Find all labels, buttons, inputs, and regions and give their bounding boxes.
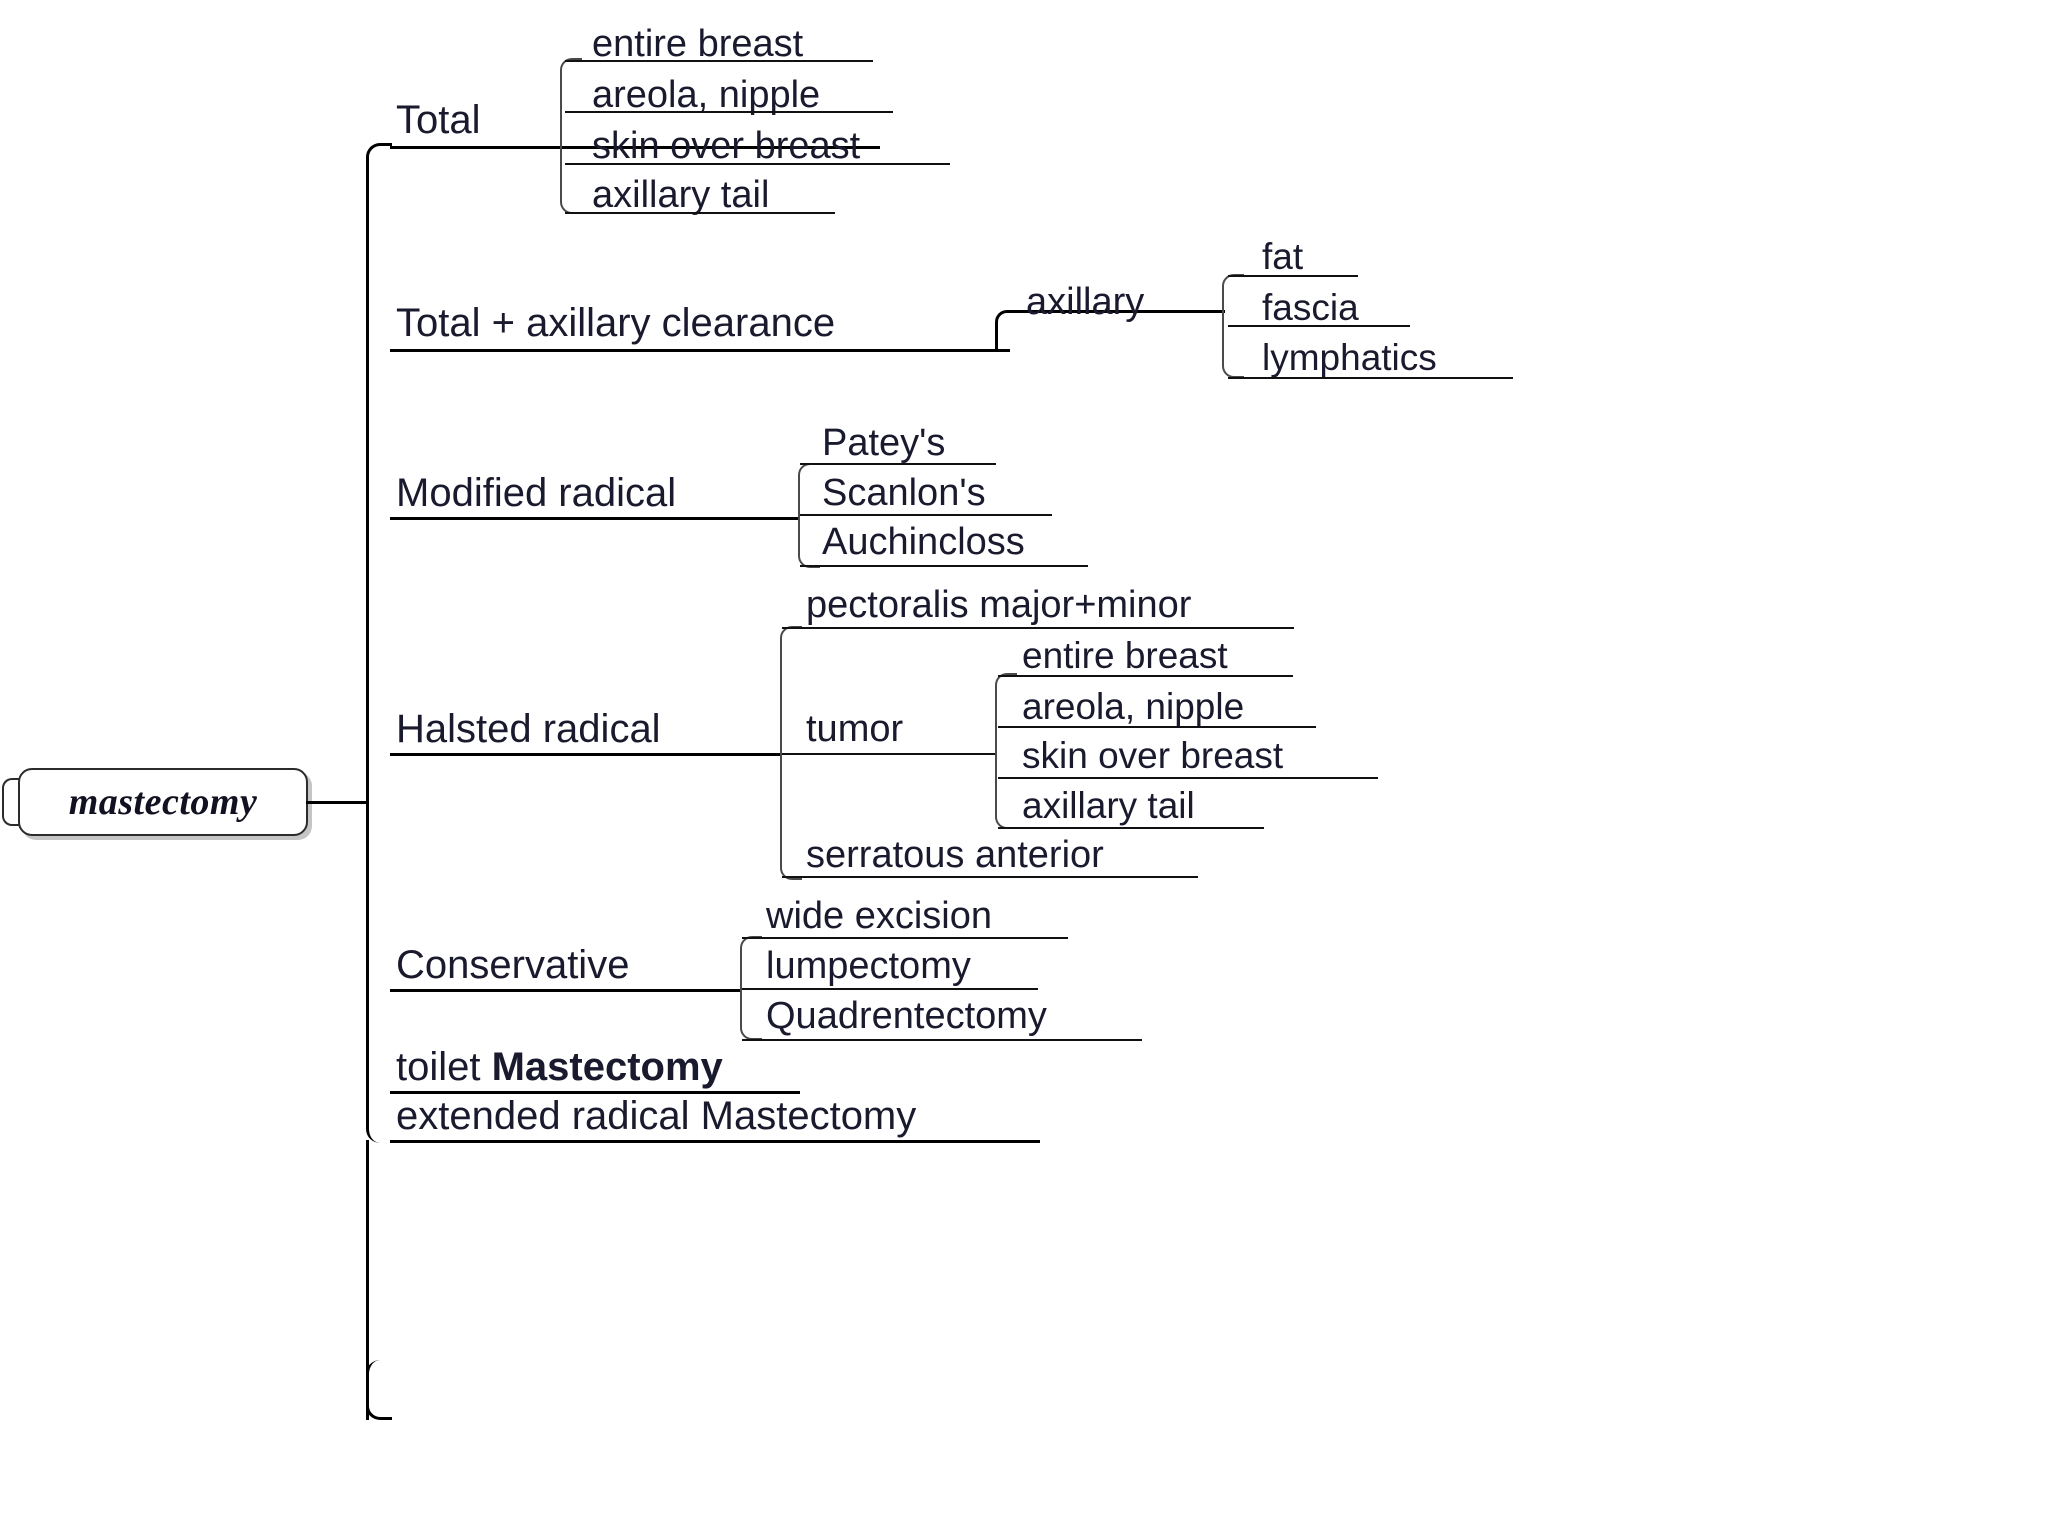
step-connector-axillary bbox=[995, 310, 1025, 352]
child-underline-total-axillary-tail bbox=[565, 212, 835, 214]
branch-label-modified-radical[interactable]: Modified radical bbox=[396, 471, 677, 515]
child-label-axillary-fat[interactable]: fat bbox=[1262, 236, 1304, 277]
child-label-axillary[interactable]: axillary bbox=[1026, 281, 1145, 323]
branch-underline-toilet-mastectomy bbox=[390, 1091, 800, 1094]
child-label-tumor-skin-over-breast[interactable]: skin over breast bbox=[1022, 735, 1284, 776]
child-underline-serratous-anterior bbox=[782, 876, 1198, 878]
main-trunk-bottom-cap bbox=[366, 1360, 392, 1420]
child-underline-quadrentectomy bbox=[742, 1039, 1142, 1041]
child-underline-axillary-fascia bbox=[1228, 325, 1410, 327]
child-label-auchincloss[interactable]: Auchincloss bbox=[822, 521, 1025, 563]
child-underline-axillary-fat bbox=[1228, 275, 1358, 277]
subspine-tumor bbox=[995, 673, 1017, 829]
subspine-total bbox=[560, 58, 582, 214]
child-underline-tumor-entire-breast bbox=[998, 675, 1293, 677]
child-underline-auchincloss bbox=[800, 565, 1088, 567]
toilet-mastectomy-plain: toilet bbox=[396, 1045, 492, 1089]
child-underline-tumor bbox=[782, 753, 997, 755]
child-label-tumor-areola-nipple[interactable]: areola, nipple bbox=[1022, 686, 1245, 727]
child-label-tumor-entire-breast[interactable]: entire breast bbox=[1022, 635, 1228, 676]
child-label-total-entire-breast[interactable]: entire breast bbox=[592, 23, 804, 65]
branch-underline-modified-radical bbox=[390, 517, 800, 520]
connector-line-axillary bbox=[1010, 310, 1225, 313]
root-node-mastectomy[interactable]: mastectomy bbox=[18, 768, 308, 836]
main-trunk-lower bbox=[366, 1140, 369, 1420]
child-label-pectoralis-major-minor[interactable]: pectoralis major+minor bbox=[806, 584, 1192, 626]
child-underline-total-entire-breast bbox=[565, 60, 873, 62]
main-trunk bbox=[366, 143, 392, 1143]
branch-underline-total bbox=[390, 146, 880, 149]
root-node-label: mastectomy bbox=[68, 781, 258, 823]
child-underline-pateys bbox=[800, 463, 996, 465]
branch-label-conservative[interactable]: Conservative bbox=[396, 943, 630, 987]
branch-label-halsted-radical[interactable]: Halsted radical bbox=[396, 707, 661, 751]
child-underline-tumor-axillary-tail bbox=[998, 827, 1264, 829]
root-stem-connector bbox=[306, 801, 368, 804]
branch-label-extended-radical-mastectomy[interactable]: extended radical Mastectomy bbox=[396, 1094, 917, 1138]
child-label-total-areola-nipple[interactable]: areola, nipple bbox=[592, 74, 821, 116]
child-underline-total-skin-over-breast bbox=[565, 163, 950, 165]
child-label-scanlons[interactable]: Scanlon's bbox=[822, 472, 986, 514]
branch-label-total-axillary-clearance[interactable]: Total + axillary clearance bbox=[396, 301, 836, 345]
child-label-total-skin-over-breast[interactable]: skin over breast bbox=[592, 125, 861, 167]
child-label-tumor[interactable]: tumor bbox=[806, 708, 904, 750]
child-underline-total-areola-nipple bbox=[565, 111, 893, 113]
branch-label-toilet-mastectomy[interactable]: toilet Mastectomy bbox=[396, 1047, 723, 1087]
child-label-axillary-fascia[interactable]: fascia bbox=[1262, 287, 1359, 328]
branch-underline-halsted-radical bbox=[390, 753, 782, 756]
child-underline-axillary-lymphatics bbox=[1228, 377, 1513, 379]
toilet-mastectomy-bold: Mastectomy bbox=[491, 1045, 723, 1089]
child-label-tumor-axillary-tail[interactable]: axillary tail bbox=[1022, 785, 1195, 826]
child-underline-tumor-areola-nipple bbox=[998, 726, 1316, 728]
child-label-axillary-lymphatics[interactable]: lymphatics bbox=[1262, 337, 1437, 378]
child-label-quadrentectomy[interactable]: Quadrentectomy bbox=[766, 995, 1047, 1037]
child-label-wide-excision[interactable]: wide excision bbox=[766, 895, 992, 937]
branch-underline-extended-radical-mastectomy bbox=[390, 1140, 1040, 1143]
branch-underline-conservative bbox=[390, 989, 742, 992]
child-label-pateys[interactable]: Patey's bbox=[822, 422, 946, 464]
child-underline-tumor-skin-over-breast bbox=[998, 777, 1378, 779]
child-label-total-axillary-tail[interactable]: axillary tail bbox=[592, 174, 770, 216]
child-label-serratous-anterior[interactable]: serratous anterior bbox=[806, 834, 1104, 876]
branch-label-total[interactable]: Total bbox=[396, 98, 481, 142]
child-underline-lumpectomy bbox=[742, 988, 1038, 990]
child-underline-pectoralis-major-minor bbox=[782, 627, 1294, 629]
child-underline-scanlons bbox=[800, 514, 1052, 516]
branch-underline-total-axillary-clearance bbox=[390, 349, 1010, 352]
child-label-lumpectomy[interactable]: lumpectomy bbox=[766, 945, 971, 987]
child-underline-wide-excision bbox=[742, 937, 1068, 939]
